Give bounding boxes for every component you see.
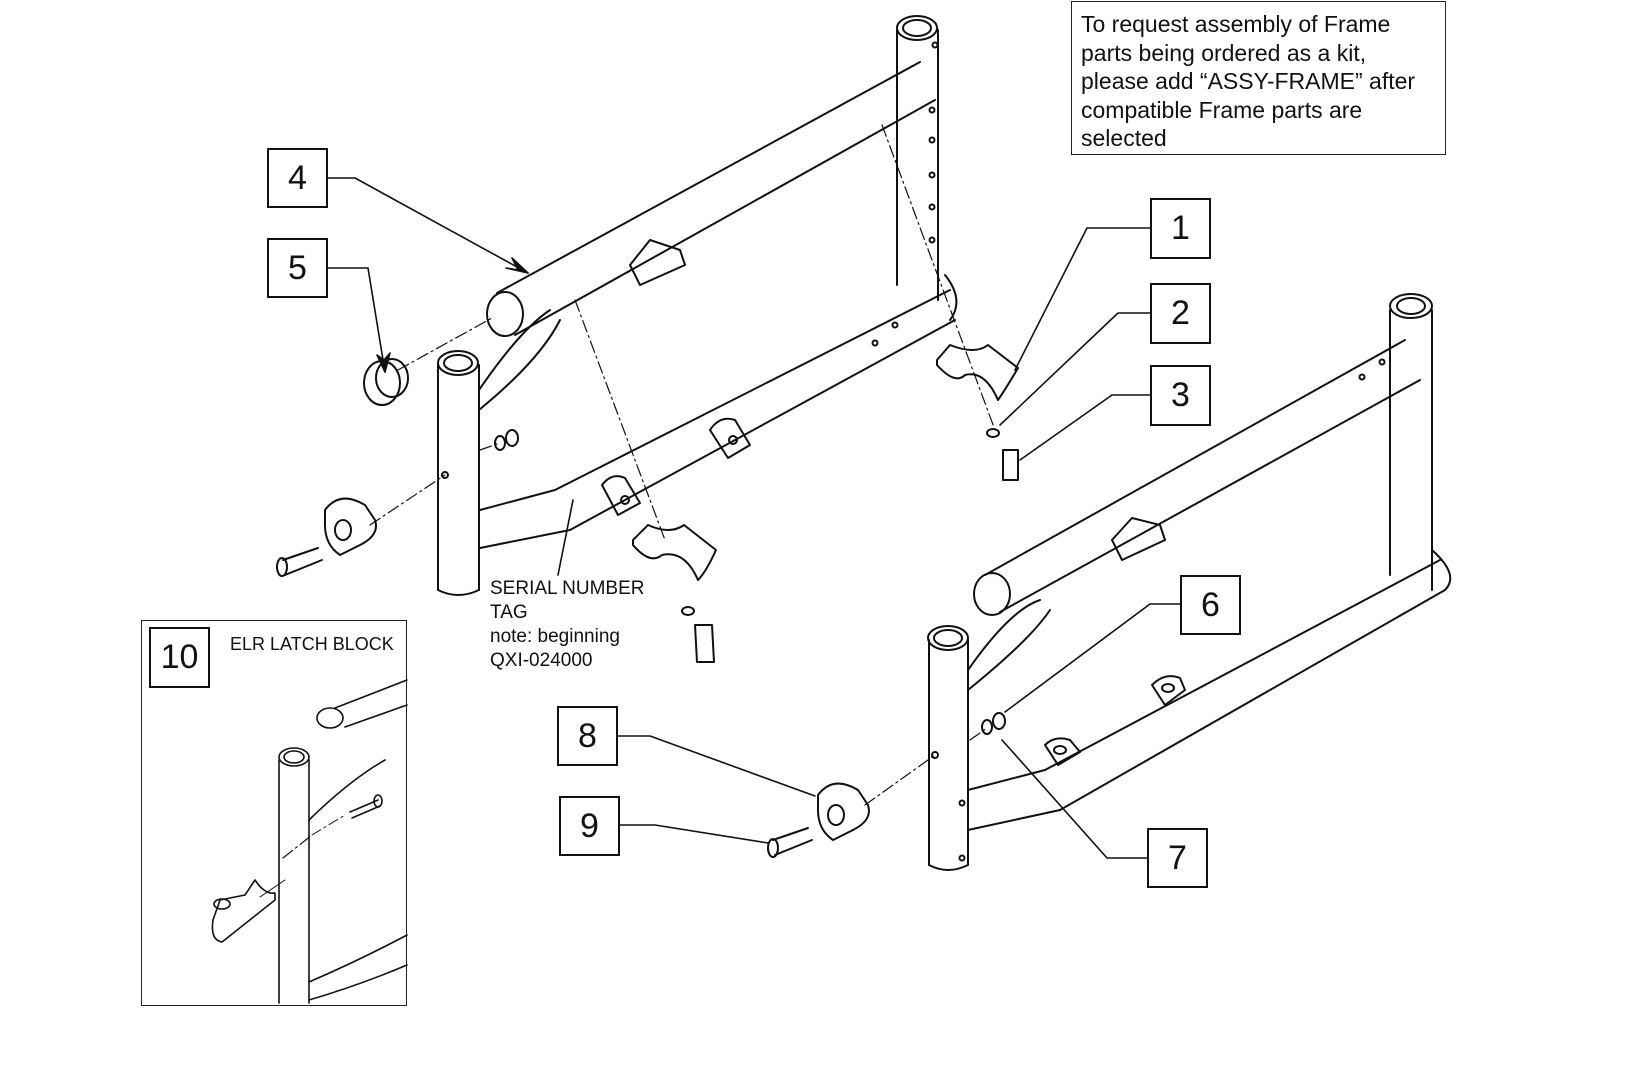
leader-lines: [326, 177, 1182, 859]
callout-6: 6: [1180, 575, 1241, 635]
detail-title: ELR LATCH BLOCK: [230, 634, 394, 654]
note-line: compatible Frame parts are: [1081, 96, 1363, 123]
callout-5: 5: [267, 238, 328, 298]
callout-9: 9: [559, 796, 620, 856]
callout-1: 1: [1150, 198, 1211, 259]
callout-10: 10: [149, 627, 210, 688]
note-line: parts being ordered as a kit,: [1081, 39, 1367, 66]
elr-latch-block-detail: [141, 620, 407, 1006]
callout-7: 7: [1147, 828, 1208, 888]
detail-illustration: [211, 679, 408, 1004]
serial-label-line: SERIAL NUMBER: [490, 578, 645, 599]
assembly-note: To request assembly of Frame parts being…: [1071, 1, 1446, 155]
callout-8: 8: [557, 706, 618, 766]
note-line: selected: [1081, 125, 1167, 151]
callout-3: 3: [1150, 365, 1211, 426]
callout-4: 4: [267, 148, 328, 208]
callout-2: 2: [1150, 283, 1211, 344]
assembly-lines: [282, 124, 996, 859]
right-side-frame: [927, 293, 1452, 871]
note-line: To request assembly of Frame: [1081, 11, 1391, 37]
left-side-frame: [437, 15, 958, 596]
serial-number-tag-label: SERIAL NUMBER TAG note: beginning QXI-02…: [490, 577, 645, 673]
serial-label-line: TAG: [490, 602, 528, 623]
serial-label-line: QXI-024000: [490, 650, 593, 671]
hardware-parts: [276, 344, 1019, 858]
serial-label-line: note: beginning: [490, 626, 620, 647]
note-line: please add “ASSY-FRAME” after: [1081, 68, 1416, 94]
